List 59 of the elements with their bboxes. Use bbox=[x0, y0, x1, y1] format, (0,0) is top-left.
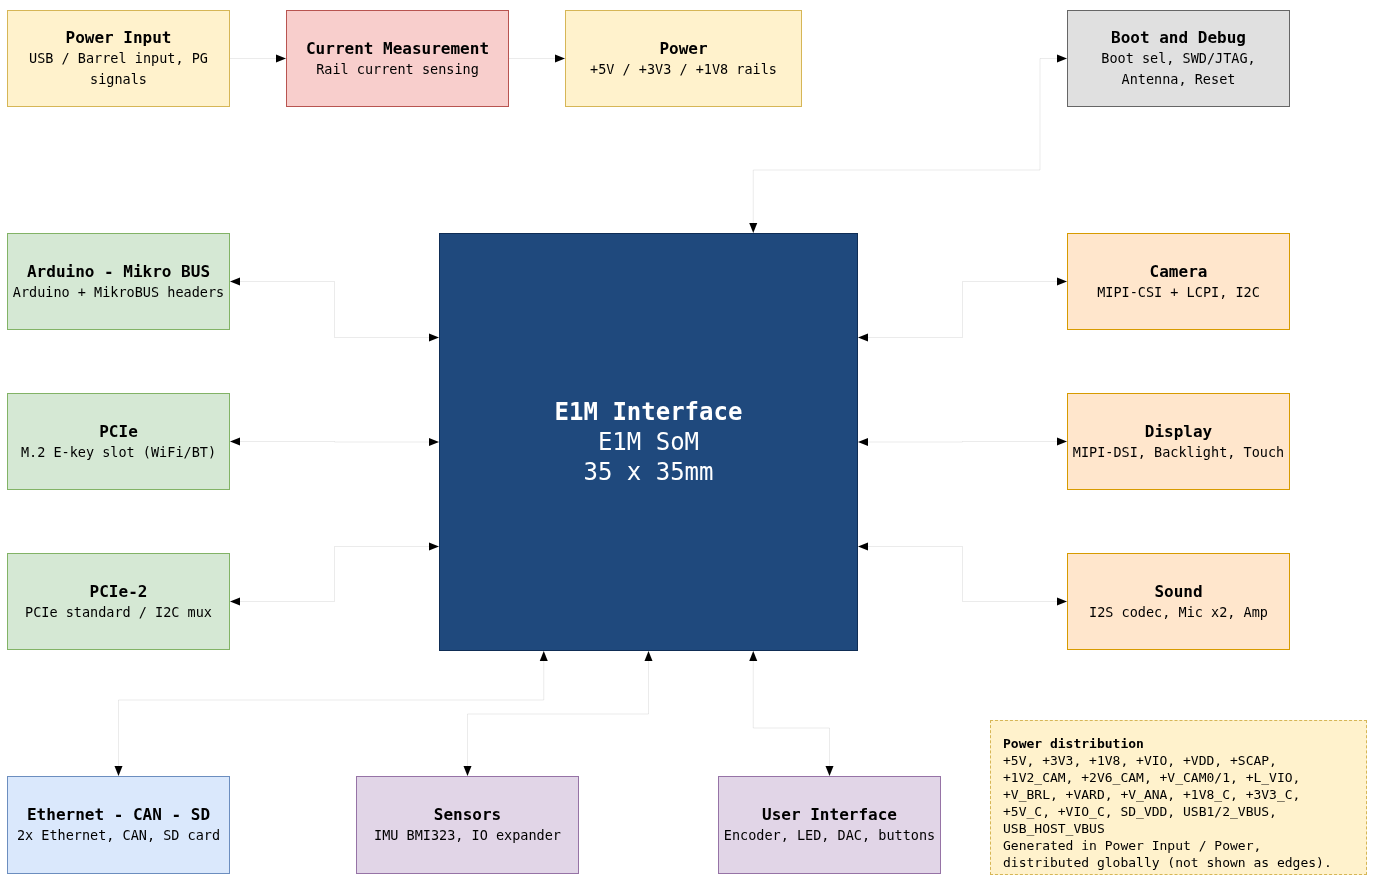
block-description: E1M SoM bbox=[597, 427, 700, 457]
block-title: Power Input bbox=[65, 27, 172, 48]
block-description: I2S codec, Mic x2, Amp bbox=[1089, 602, 1268, 622]
block-title: Current Measurement bbox=[306, 37, 489, 59]
block-box bbox=[1067, 393, 1290, 490]
connector-arrow bbox=[229, 54, 287, 63]
block-title: PCIe-2 bbox=[89, 580, 148, 602]
block-box bbox=[7, 393, 230, 490]
block-description: Arduino + MikroBUS headers bbox=[12, 282, 225, 302]
block-title: Sound bbox=[1154, 580, 1203, 602]
module-block bbox=[439, 233, 858, 651]
block-description: M.2 E-key slot (WiFi/BT) bbox=[20, 442, 217, 462]
block-description: PCIe standard / I2C mux bbox=[25, 602, 212, 622]
block-box bbox=[7, 776, 230, 874]
connector-arrow bbox=[229, 437, 440, 446]
block-title: Camera bbox=[1149, 260, 1208, 282]
connector-arrow bbox=[114, 650, 548, 777]
block-box bbox=[565, 10, 802, 107]
block-description: MIPI-DSI, Backlight, Touch bbox=[1072, 442, 1285, 462]
block-description: +5V / +3V3 / +1V8 rails bbox=[590, 59, 777, 79]
block-box bbox=[7, 553, 230, 650]
note-box bbox=[990, 720, 1367, 875]
block-description: Boot sel, SWD/JTAG, Antenna, Reset bbox=[1100, 49, 1257, 89]
connector-arrow bbox=[229, 542, 440, 606]
block-description: Generated in Power Input / Power, distributed globally (not shown as edges). bbox=[1003, 837, 1333, 871]
block-title: E1M Interface bbox=[554, 397, 743, 427]
connector-arrow bbox=[857, 277, 1068, 342]
block-title: Ethernet - CAN - SD bbox=[27, 804, 210, 825]
block-title: PCIe bbox=[99, 420, 138, 442]
block-box bbox=[1067, 553, 1290, 650]
connector-arrow bbox=[857, 542, 1068, 606]
connector-arrow bbox=[463, 650, 653, 777]
block-box bbox=[1067, 233, 1290, 330]
block-description: Rail current sensing bbox=[316, 59, 479, 79]
block-box bbox=[7, 10, 230, 107]
block-title: Power bbox=[659, 37, 708, 59]
block-box bbox=[356, 776, 579, 874]
block-box bbox=[1067, 10, 1290, 107]
block-description: +5V, +3V3, +1V8, +VIO, +VDD, +SCAP, +1V2_CAM, +2V6_CAM, +V_CAM0/1, +L_VIO, +V_BRL, +VARD, +V_ANA, +1V8_C, +3V3_C, +5V_C, +VIO_C, SD_VDD, USB1/2_VBUS, USB_HOST_VBUS bbox=[1003, 752, 1302, 837]
block-description: USB / Barrel input, PG signals bbox=[28, 49, 209, 89]
connector-arrow bbox=[749, 54, 1068, 234]
block-description: Encoder, LED, DAC, buttons bbox=[723, 826, 936, 845]
connector-arrow bbox=[508, 54, 566, 63]
block-title: Arduino - Mikro BUS bbox=[27, 260, 210, 282]
block-description: 35 x 35mm bbox=[583, 457, 714, 487]
connector-arrow bbox=[749, 650, 834, 777]
block-title: Display bbox=[1144, 420, 1213, 442]
block-box bbox=[286, 10, 509, 107]
connector-arrow bbox=[857, 437, 1068, 446]
block-description: MIPI-CSI + LCPI, I2C bbox=[1097, 282, 1260, 302]
block-title: Boot and Debug bbox=[1111, 27, 1246, 48]
block-description: IMU BMI323, IO expander bbox=[374, 826, 561, 845]
block-box bbox=[718, 776, 941, 874]
block-title: Sensors bbox=[433, 804, 502, 825]
connector-arrow bbox=[229, 277, 440, 342]
block-title: User Interface bbox=[762, 804, 897, 825]
block-title: Power distribution bbox=[1003, 735, 1144, 752]
block-description: 2x Ethernet, CAN, SD card bbox=[16, 826, 221, 845]
block-box bbox=[7, 233, 230, 330]
